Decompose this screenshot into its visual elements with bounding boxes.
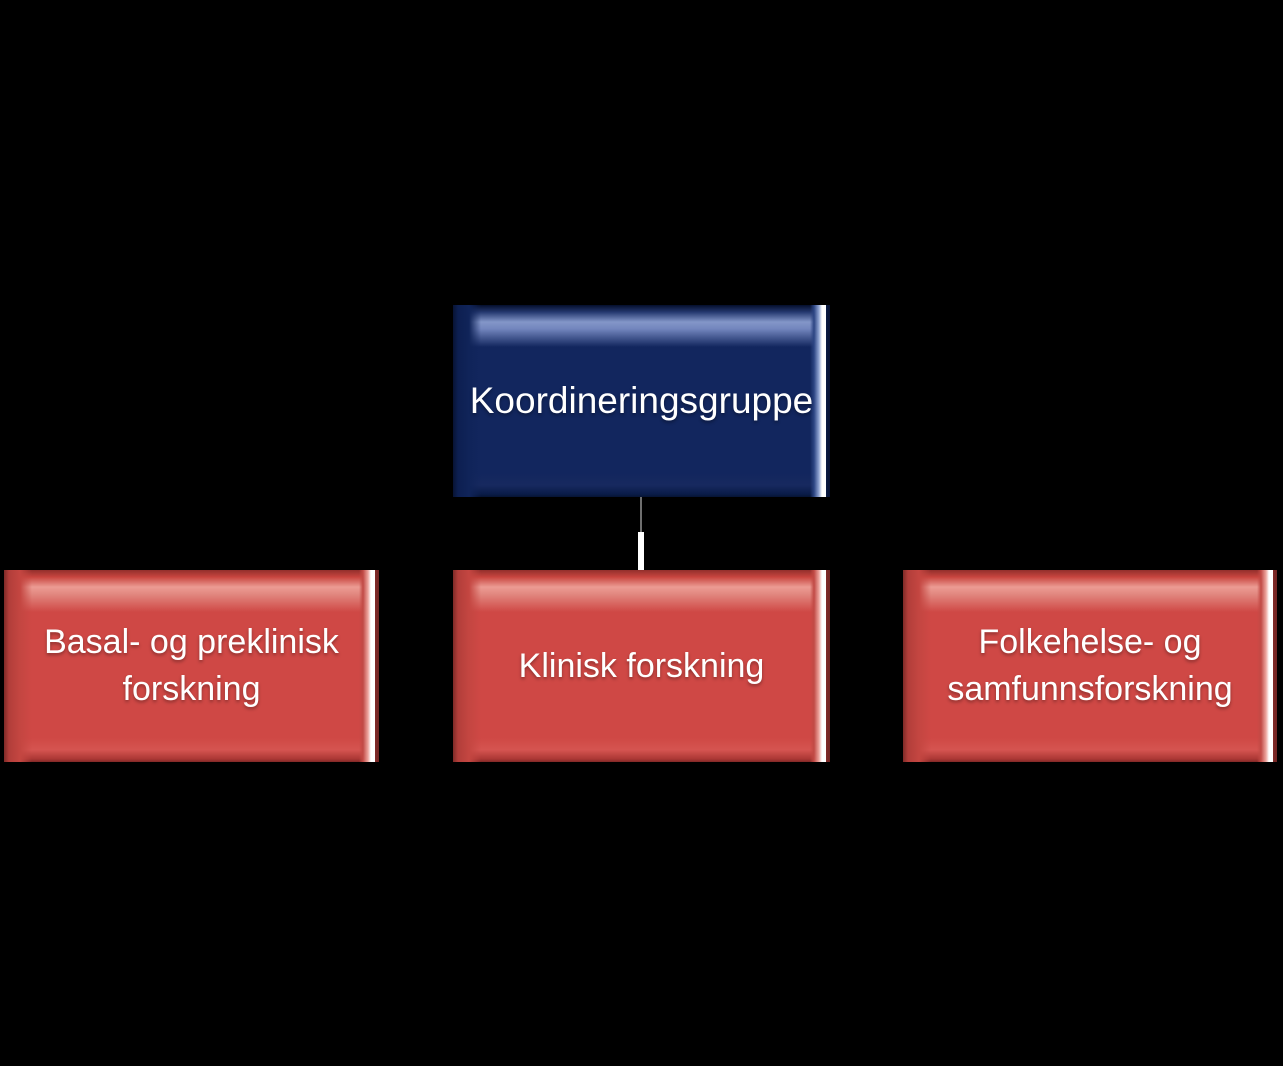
node-folkehelse-og-samfunnsforskning: Folkehelse- og samfunnsforskning [903,570,1277,762]
node-klinisk-forskning-label: Klinisk forskning [518,646,765,685]
node-basal-og-preklinisk-forskning-label: Basal- og preklinisk forskning [44,623,339,708]
node-klinisk-forskning: Klinisk forskning [453,570,830,762]
node-basal-og-preklinisk-forskning: Basal- og preklinisk forskning [4,570,379,762]
connector-line-upper [640,497,642,533]
node-koordineringsgruppe-label: Koordineringsgruppe [469,380,814,422]
node-folkehelse-og-samfunnsforskning-label: Folkehelse- og samfunnsforskning [947,623,1233,708]
node-koordineringsgruppe: Koordineringsgruppe [453,305,830,497]
connector-line-lower [638,532,644,570]
